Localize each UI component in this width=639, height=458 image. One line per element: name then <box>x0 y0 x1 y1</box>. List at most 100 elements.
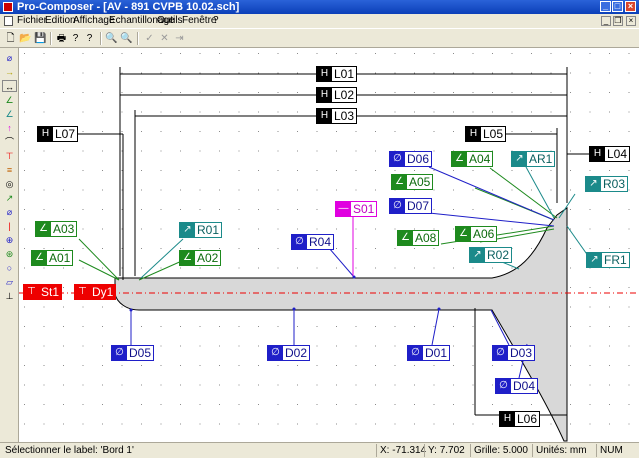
label-a04[interactable]: ∠A04 <box>451 151 494 167</box>
print-icon[interactable]: 🖶 <box>56 33 67 44</box>
context-help-icon[interactable]: ? <box>86 33 93 44</box>
label-a02[interactable]: ∠A02 <box>179 250 222 266</box>
part-profile <box>114 207 568 442</box>
close-button[interactable]: × <box>625 1 636 12</box>
label-a05[interactable]: ∠A05 <box>391 174 434 190</box>
window-title: Pro-Composer - [AV - 891 CVPB 10.02.sch] <box>17 1 240 13</box>
open-folder-icon[interactable]: 📂 <box>19 33 32 44</box>
label-d02[interactable]: ∅D02 <box>267 345 311 361</box>
app-icon[interactable] <box>3 2 13 12</box>
label-dy1[interactable]: ⊤Dy1 <box>74 284 117 300</box>
label-a03[interactable]: ∠A03 <box>35 221 78 237</box>
radius-icon: ↗ <box>512 152 527 166</box>
label-r03[interactable]: ↗R03 <box>585 176 629 192</box>
toolbar-separator <box>100 32 102 45</box>
menu-affichage[interactable]: Affichage <box>73 15 115 26</box>
label-r04[interactable]: ∅R04 <box>291 234 335 250</box>
label-fr1[interactable]: ↗FR1 <box>586 252 630 268</box>
label-r01[interactable]: ↗R01 <box>179 222 223 238</box>
length-icon: H <box>466 127 481 141</box>
label-st1[interactable]: ⊤St1 <box>23 284 63 300</box>
label-d06[interactable]: ∅D06 <box>389 151 433 167</box>
label-s01[interactable]: —S01 <box>335 201 378 217</box>
shift-tool-icon[interactable]: ↑ <box>7 123 12 133</box>
maximize-button[interactable]: □ <box>612 1 623 12</box>
angle-icon: ∠ <box>456 227 471 241</box>
label-ar1[interactable]: ↗AR1 <box>511 151 556 167</box>
status-bar: Sélectionner le label: 'Bord 1' X: -71.3… <box>0 442 639 458</box>
arrow-tool-icon[interactable]: → <box>5 67 14 77</box>
save-icon[interactable]: 💾 <box>34 33 47 44</box>
diameter-icon: ∅ <box>268 346 283 360</box>
target-tool-icon[interactable]: ◎ <box>5 179 14 189</box>
menu-fenetre[interactable]: Fenêtre <box>182 15 217 26</box>
label-a06[interactable]: ∠A06 <box>455 226 498 242</box>
diameter-tool-icon[interactable]: ⌀ <box>6 53 13 63</box>
datum-icon: ⊤ <box>75 285 90 299</box>
diameter-icon: ∅ <box>292 235 307 249</box>
title-bar: Pro-Composer - [AV - 891 CVPB 10.02.sch]… <box>0 0 639 14</box>
angle-tool-icon[interactable]: ∠ <box>5 95 14 105</box>
datum-icon: ⊤ <box>24 285 39 299</box>
menu-echantillonage[interactable]: Echantillonage <box>109 15 175 26</box>
radius-icon: ↗ <box>470 248 485 262</box>
arc-tool-icon[interactable]: ⌒ <box>4 137 14 147</box>
diameter-icon: ∅ <box>408 346 423 360</box>
document-icon[interactable] <box>4 16 13 26</box>
menu-fichier[interactable]: Fichier <box>17 15 48 26</box>
label-a01[interactable]: ∠A01 <box>31 250 74 266</box>
angle-icon: ∠ <box>398 231 413 245</box>
hatch-tool-icon[interactable]: ≡ <box>6 165 13 175</box>
datum-tool-icon[interactable]: ⊤ <box>5 151 14 161</box>
menu-help[interactable]: ? <box>213 15 219 26</box>
diameter-icon: ∅ <box>390 152 405 166</box>
star-tool-icon[interactable]: ⊛ <box>5 249 14 259</box>
mdi-minimize-button[interactable]: _ <box>601 16 611 26</box>
parallel-tool-icon[interactable]: ▱ <box>6 277 13 287</box>
angle-radius-tool-icon[interactable]: ∠ <box>5 109 14 119</box>
length-tool-icon[interactable]: ↔ <box>2 80 17 92</box>
diameter2-tool-icon[interactable]: ⌀ <box>6 207 13 217</box>
status-y: Y: 7.702 <box>424 444 470 457</box>
mdi-close-button[interactable]: × <box>626 16 636 26</box>
cancel-icon[interactable]: ✕ <box>160 33 169 44</box>
angle-icon: ∠ <box>180 251 195 265</box>
label-d03[interactable]: ∅D03 <box>492 345 536 361</box>
length-icon: H <box>317 109 332 123</box>
new-file-icon[interactable]: 🗋 <box>6 33 15 44</box>
menu-outils[interactable]: Outils <box>157 15 183 26</box>
perpendicular-tool-icon[interactable]: ⊥ <box>5 291 14 301</box>
zoom-out-icon[interactable]: 🔍 <box>120 33 133 44</box>
help-icon[interactable]: ? <box>72 33 79 44</box>
line-tool-icon[interactable]: | <box>8 221 11 231</box>
angle-icon: ∠ <box>392 175 407 189</box>
radius-leaders <box>140 166 592 279</box>
label-d01[interactable]: ∅D01 <box>407 345 451 361</box>
angle-icon: ∠ <box>36 222 51 236</box>
label-r02[interactable]: ↗R02 <box>469 247 513 263</box>
check-icon[interactable]: ✓ <box>145 33 154 44</box>
label-a08[interactable]: ∠A08 <box>397 230 440 246</box>
zoom-in-icon[interactable]: 🔍 <box>105 33 118 44</box>
mdi-restore-button[interactable]: ❐ <box>613 16 623 26</box>
menu-edition[interactable]: Edition <box>45 15 76 26</box>
circle-tool-icon[interactable]: ○ <box>6 263 13 273</box>
label-d04[interactable]: ∅D04 <box>495 378 539 394</box>
label-d07[interactable]: ∅D07 <box>389 198 433 214</box>
cross-tool-icon[interactable]: ⊕ <box>5 235 14 245</box>
vector-tool-icon[interactable]: ↗ <box>5 193 14 203</box>
label-d05[interactable]: ∅D05 <box>111 345 155 361</box>
length-icon: H <box>500 412 515 426</box>
length-icon: H <box>317 88 332 102</box>
status-x: X: -71.314 <box>376 444 426 457</box>
next-icon[interactable]: ⇥ <box>175 33 184 44</box>
minimize-button[interactable]: _ <box>600 1 611 12</box>
